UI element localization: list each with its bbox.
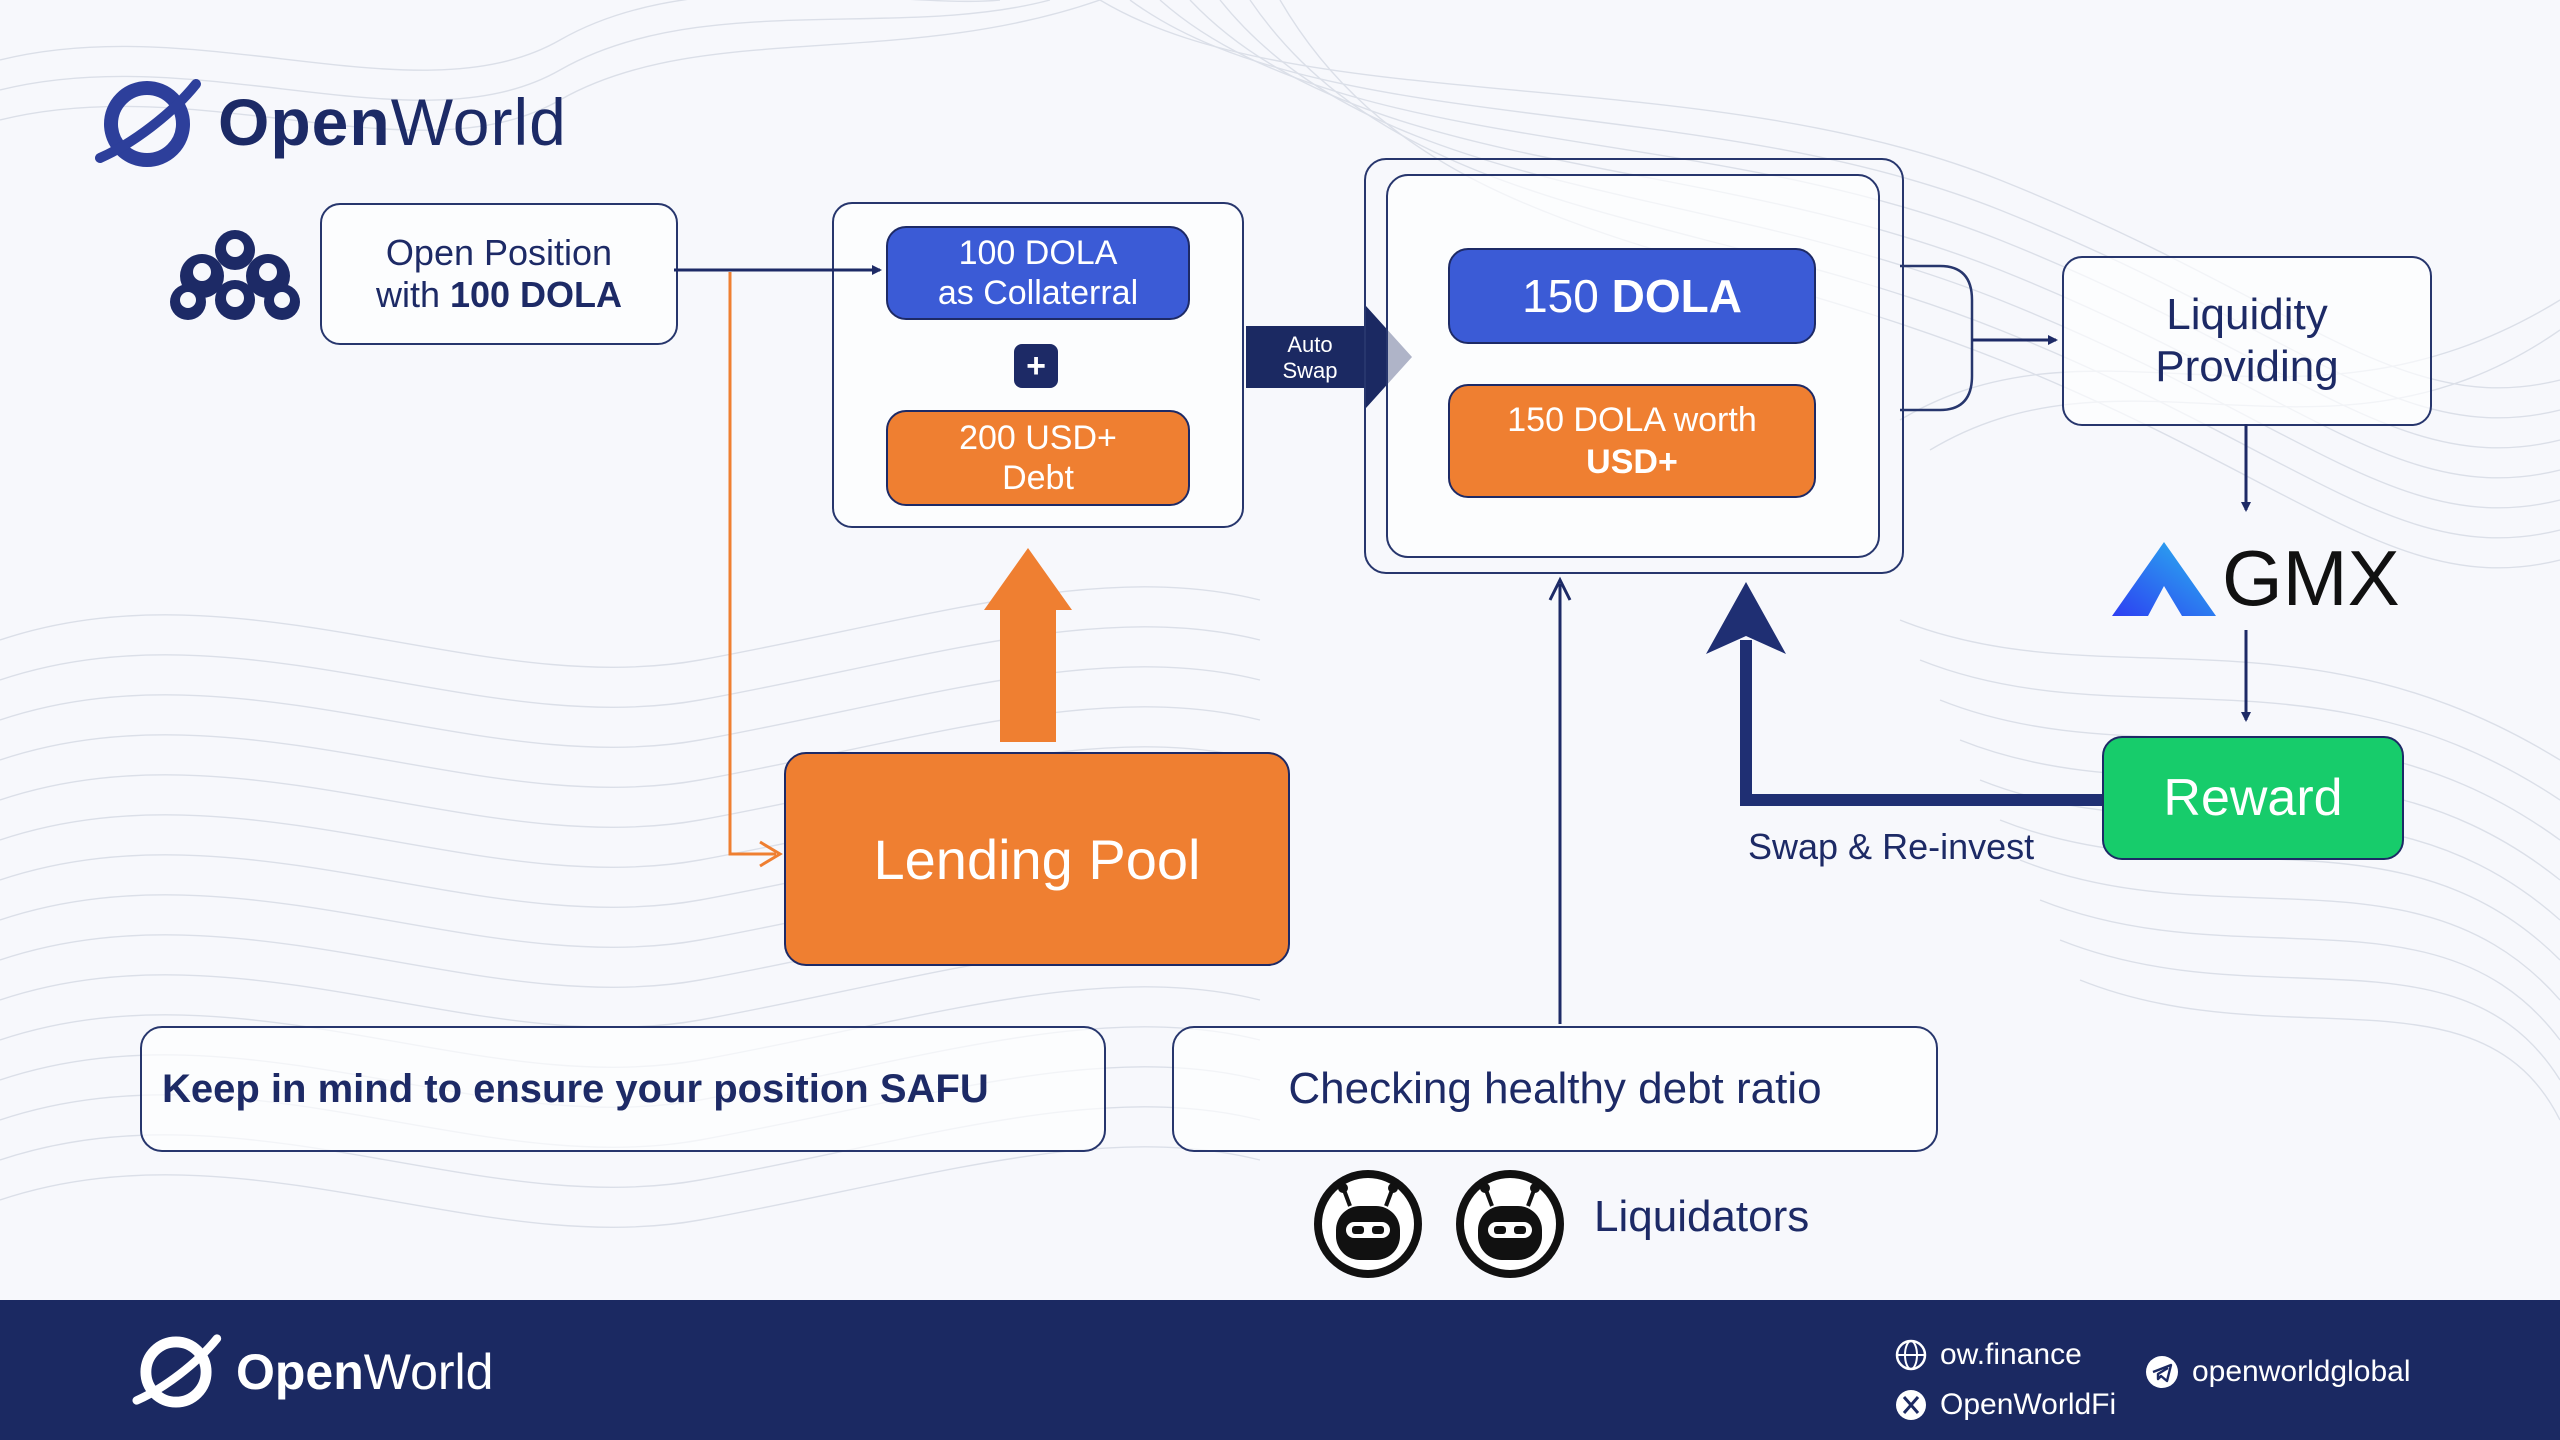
auto-swap-line1: Auto	[1287, 332, 1333, 357]
openworld-logo-icon	[95, 79, 201, 167]
collateral-line1: 100 DOLA	[958, 234, 1118, 272]
x-icon	[1896, 1390, 1926, 1420]
arrow-open-to-lending	[728, 272, 776, 856]
safu-box: Keep in mind to ensure your position SAF…	[140, 1026, 1106, 1152]
auto-swap-arrow	[1246, 306, 1412, 408]
gmx-logo-icon	[2112, 542, 2216, 616]
dola-150-prefix: 150	[1522, 270, 1612, 322]
dola-150-pill: 150 DOLA	[1448, 248, 1816, 344]
open-position-amount: 100 DOLA	[449, 274, 623, 315]
users-group-icon	[170, 230, 300, 320]
footer-twitter[interactable]: OpenWorldFi	[1940, 1388, 2117, 1421]
footer-telegram-link[interactable]: openworldglobal	[2144, 1354, 2411, 1390]
safu-text: Keep in mind to ensure your position SAF…	[162, 1066, 989, 1111]
debt-ratio-box: Checking healthy debt ratio	[1172, 1026, 1938, 1152]
dola-worth-line1: 150 DOLA worth	[1507, 401, 1757, 439]
lending-up-arrow	[984, 548, 1072, 742]
open-position-prefix: with	[375, 274, 450, 315]
dola-bracket	[1900, 264, 1974, 412]
footer-brand-open: Open	[236, 1344, 364, 1400]
liquidity-box: Liquidity Providing	[2062, 256, 2432, 426]
open-position-line1: Open Position	[385, 232, 613, 273]
footer-telegram[interactable]: openworldglobal	[2192, 1355, 2411, 1388]
liquidity-line1: Liquidity	[2166, 290, 2328, 339]
collateral-line2: as Collaterral	[937, 274, 1139, 312]
dola-outer-box	[1364, 158, 1904, 574]
openworld-logo-icon	[132, 1334, 222, 1408]
footer: OpenWorld ow.finance OpenWorldFi openwor…	[0, 1300, 2560, 1440]
footer-website[interactable]: ow.finance	[1940, 1338, 2082, 1371]
connector-lines	[674, 264, 2251, 1024]
brand-wordmark: OpenWorld	[218, 84, 567, 160]
footer-website-link[interactable]: ow.finance	[1894, 1338, 2082, 1372]
debt-line1: 200 USD+	[959, 419, 1117, 457]
robot-icon	[1456, 1170, 1564, 1278]
dola-worth-line2: USD+	[1586, 443, 1678, 481]
debt-line2: Debt	[1002, 459, 1074, 497]
open-position-box: Open Position with 100 DOLA	[320, 203, 678, 345]
telegram-icon	[2146, 1356, 2178, 1388]
globe-icon	[1895, 1339, 1927, 1371]
brand-world: World	[390, 85, 567, 159]
dola-150-bold: DOLA	[1611, 270, 1742, 322]
swap-reinvest-label: Swap & Re-invest	[1748, 826, 2035, 867]
brand-open: Open	[218, 85, 391, 159]
footer-brand: OpenWorld	[236, 1342, 493, 1402]
liquidity-line2: Providing	[2155, 342, 2339, 391]
debt-ratio-text: Checking healthy debt ratio	[1288, 1064, 1822, 1113]
liquidators-label: Liquidators	[1594, 1192, 1810, 1241]
footer-brand-world: World	[363, 1344, 494, 1400]
gmx-label: GMX	[2222, 534, 2400, 622]
robot-icon	[1314, 1170, 1422, 1278]
footer-twitter-link[interactable]: OpenWorldFi	[1894, 1388, 2116, 1422]
lending-pool-box: Lending Pool	[784, 752, 1290, 966]
debt-pill: 200 USD+Debt	[886, 410, 1190, 506]
reward-pill: Reward	[2102, 736, 2404, 860]
arrow-reinvest	[1740, 640, 2102, 806]
auto-swap-line2: Swap	[1282, 358, 1338, 383]
plus-icon: +	[1014, 344, 1058, 388]
